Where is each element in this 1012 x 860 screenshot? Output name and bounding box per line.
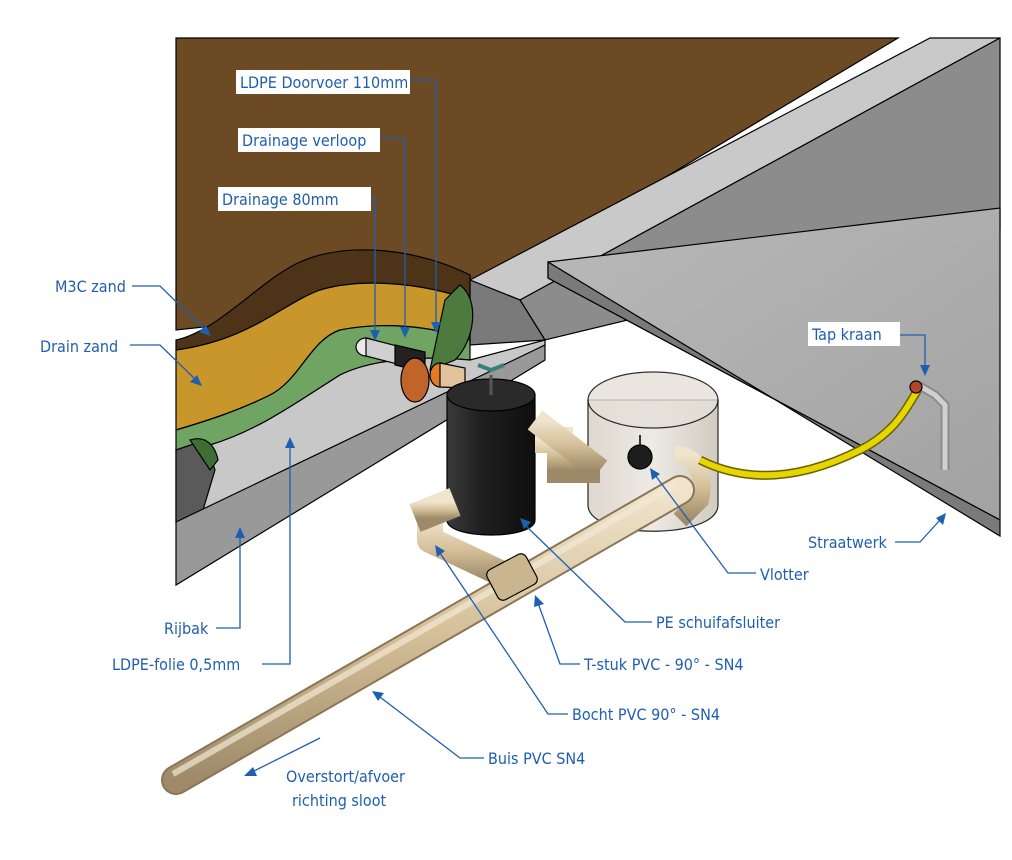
label-t-stuk: T-stuk PVC - 90° - SN4 [534,595,744,674]
svg-text:Straatwerk: Straatwerk [808,533,888,552]
label-bocht: Bocht PVC 90° - SN4 [435,545,720,724]
label-rijbak: Rijbak [164,527,245,638]
drainage-pipe [355,337,466,403]
label-pe-schuifafsluiter: PE schuifafsluiter [520,518,780,632]
svg-text:Bocht PVC 90° - SN4: Bocht PVC 90° - SN4 [572,705,720,724]
svg-text:LDPE Doorvoer 110mm: LDPE Doorvoer 110mm [240,73,408,92]
svg-text:Buis PVC SN4: Buis PVC SN4 [488,749,585,768]
svg-text:M3C zand: M3C zand [55,277,126,296]
svg-text:T-stuk PVC - 90° - SN4: T-stuk PVC - 90° - SN4 [583,655,744,674]
label-drain-zand: Drain zand [40,337,202,386]
label-drainage-verloop: Drainage verloop [238,128,410,338]
svg-text:Drainage 80mm: Drainage 80mm [222,190,339,209]
hose-and-tap [697,380,950,480]
svg-text:Rijbak: Rijbak [164,619,209,638]
svg-text:PE schuifafsluiter: PE schuifafsluiter [656,613,780,632]
label-straatwerk: Straatwerk [808,513,946,552]
svg-text:Overstort/afvoer: Overstort/afvoer [286,767,405,786]
label-ldpe-doorvoer: LDPE Doorvoer 110mm [236,70,441,333]
label-buis: Buis PVC SN4 [372,691,585,768]
svg-text:richting sloot: richting sloot [292,791,387,810]
pvc-pipework [161,410,695,795]
svg-text:Drainage verloop: Drainage verloop [242,131,366,150]
label-vlotter: Vlotter [650,468,809,584]
label-tap-kraan: Tap kraan [808,322,930,376]
label-drainage-80: Drainage 80mm [218,187,380,341]
svg-text:LDPE-folie 0,5mm: LDPE-folie 0,5mm [112,655,240,674]
svg-text:Vlotter: Vlotter [760,565,809,584]
svg-text:Drain zand: Drain zand [40,337,118,356]
pe-valve [446,363,536,536]
label-overstort: Overstort/afvoer richting sloot [244,737,405,810]
svg-text:Tap kraan: Tap kraan [811,325,882,344]
paving-slab [547,207,1001,538]
label-ldpe-folie: LDPE-folie 0,5mm [112,437,295,674]
label-m3c-zand: M3C zand [55,277,211,336]
